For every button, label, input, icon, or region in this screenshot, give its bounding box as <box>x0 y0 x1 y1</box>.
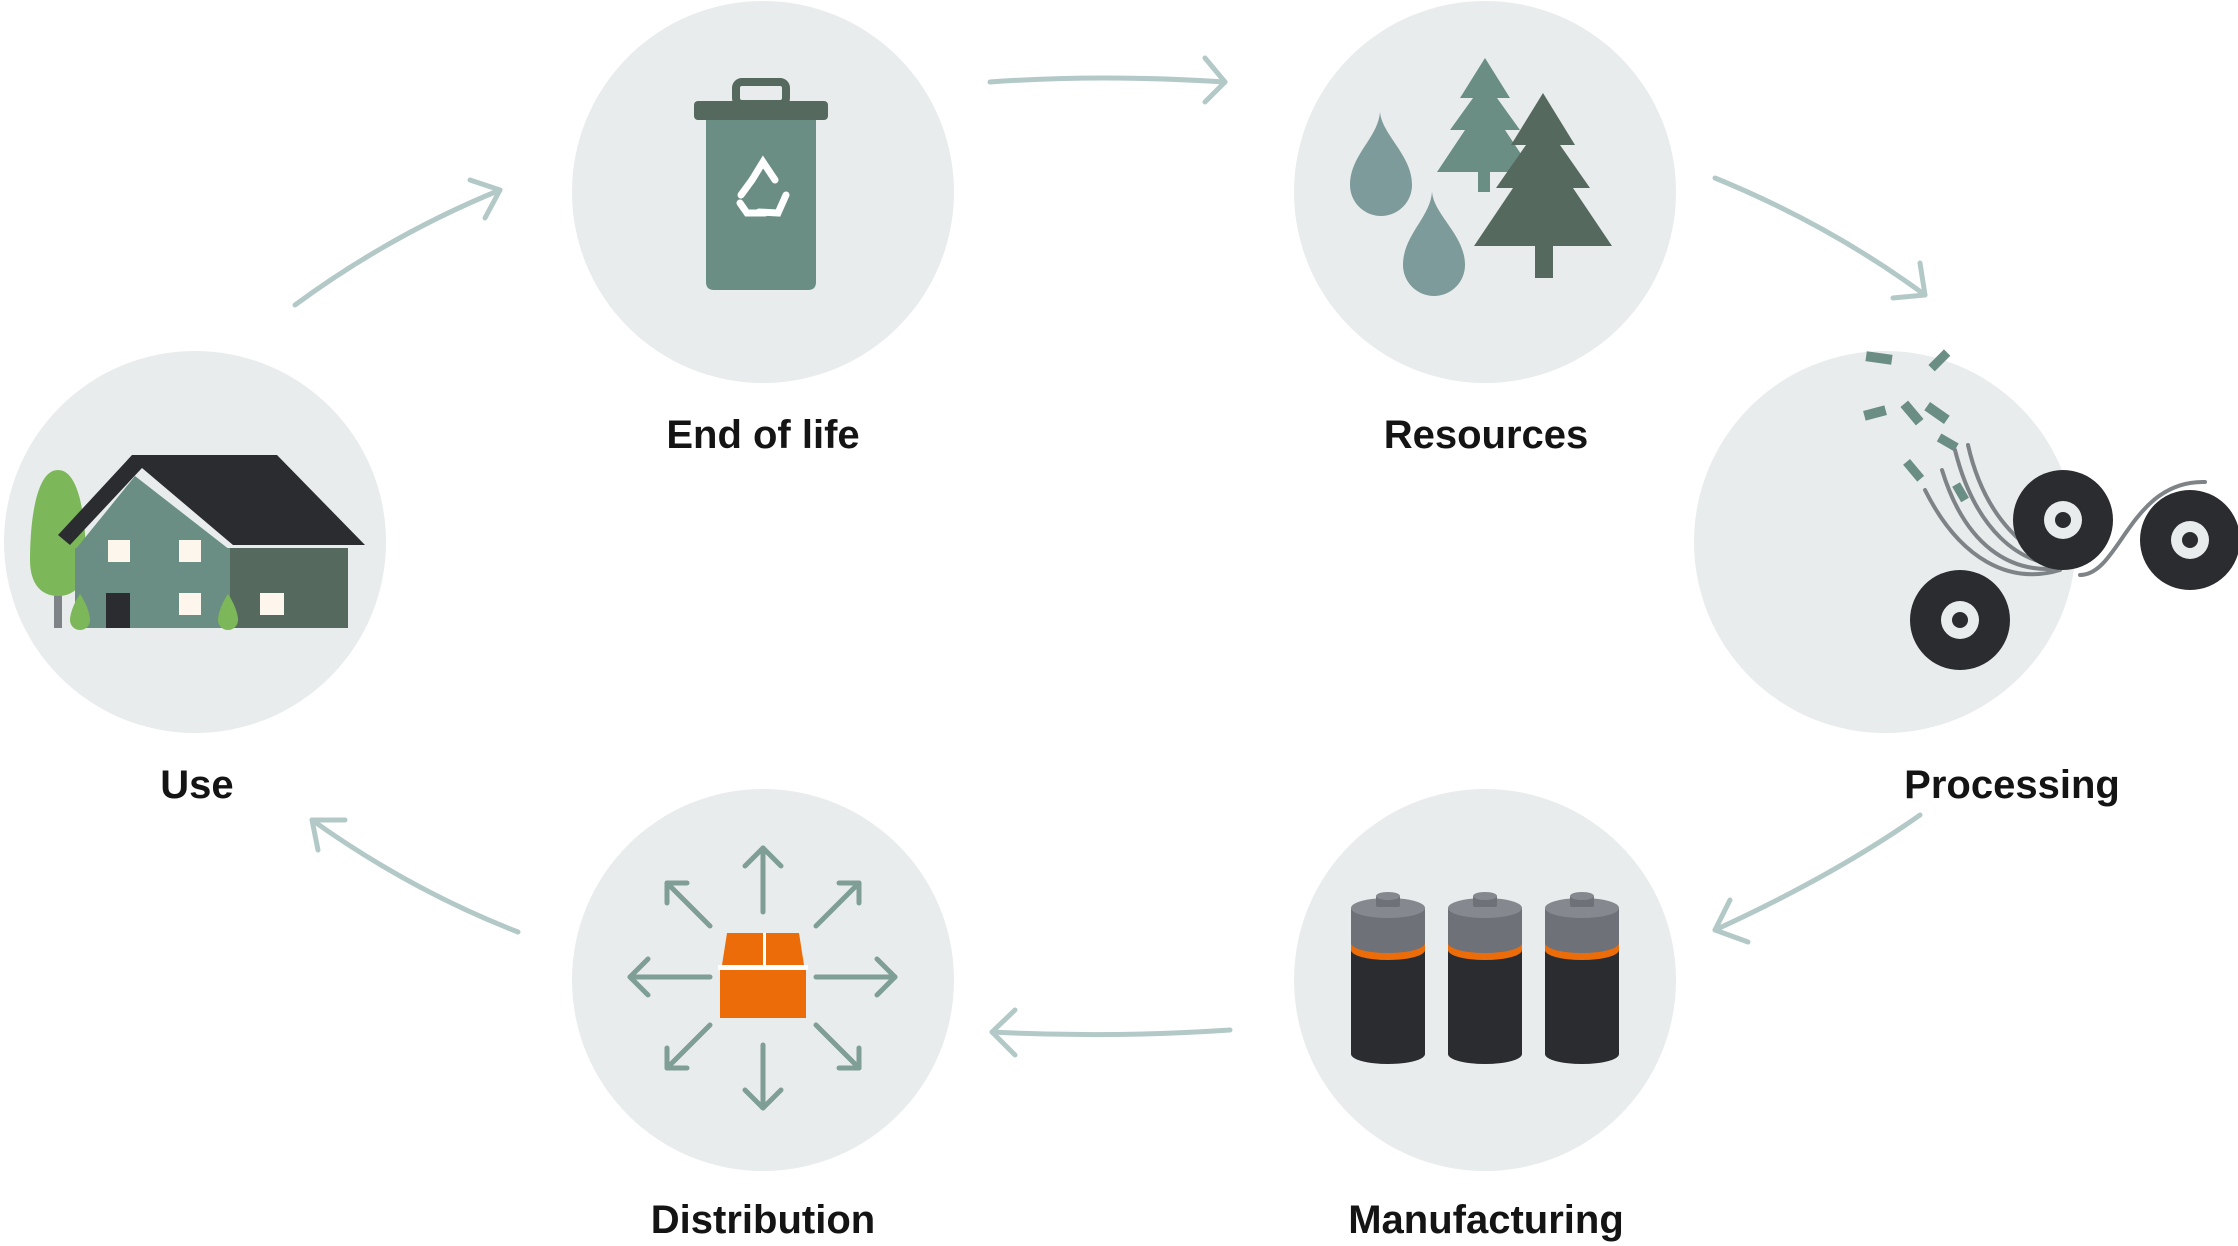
bush-icon <box>70 594 90 630</box>
small-tree-icon <box>1437 58 1533 192</box>
tree-icon <box>30 470 86 628</box>
package-distribution-icon <box>627 845 898 1111</box>
flow-arrows <box>292 55 1928 1058</box>
stage-label-resources: Resources <box>1383 413 1589 457</box>
material-flakes <box>1863 349 1969 503</box>
arrow-use-to-end-of-life <box>292 177 503 308</box>
stage-label-distribution: Distribution <box>650 1198 876 1242</box>
bush-icon <box>218 594 238 630</box>
batteries-icon <box>1351 892 1619 1064</box>
water-drop-icon <box>1350 112 1412 216</box>
arrow-processing-to-manufacturing <box>1712 812 1923 945</box>
arrow-manufacturing-to-distribution <box>989 1007 1233 1058</box>
recycling-bin-icon <box>694 78 828 290</box>
rollers-icon <box>1863 349 2238 670</box>
distribution-arrows <box>627 845 898 1111</box>
roller-icon <box>2140 490 2238 590</box>
recycle-symbol-icon <box>736 155 790 217</box>
water-drop-icon <box>1403 192 1465 296</box>
stage-distribution <box>572 789 954 1171</box>
roller-icon <box>1910 570 2010 670</box>
battery-icon <box>1448 892 1522 1064</box>
stage-processing <box>1694 349 2238 733</box>
arrow-resources-to-processing <box>1712 175 1928 301</box>
battery-icon <box>1545 892 1619 1064</box>
arrow-distribution-to-use <box>309 817 521 935</box>
stage-use <box>4 351 386 733</box>
stage-manufacturing <box>1294 789 1676 1171</box>
large-tree-icon <box>1474 93 1612 278</box>
roller-icon <box>2013 470 2113 570</box>
house-icon <box>30 455 365 630</box>
windows <box>108 540 284 615</box>
stage-label-processing: Processing <box>1904 763 2120 807</box>
battery-icon <box>1351 892 1425 1064</box>
stage-resources <box>1294 1 1676 383</box>
stage-label-use: Use <box>160 763 234 807</box>
stage-label-manufacturing: Manufacturing <box>1348 1198 1624 1242</box>
stage-label-end-of-life: End of life <box>666 413 860 457</box>
arrow-end-of-life-to-resources <box>987 55 1228 105</box>
door <box>106 593 130 628</box>
package-box-icon <box>718 933 808 1018</box>
stage-end-of-life <box>572 1 954 383</box>
water-and-trees-icon <box>1350 58 1612 296</box>
roof <box>58 455 365 545</box>
